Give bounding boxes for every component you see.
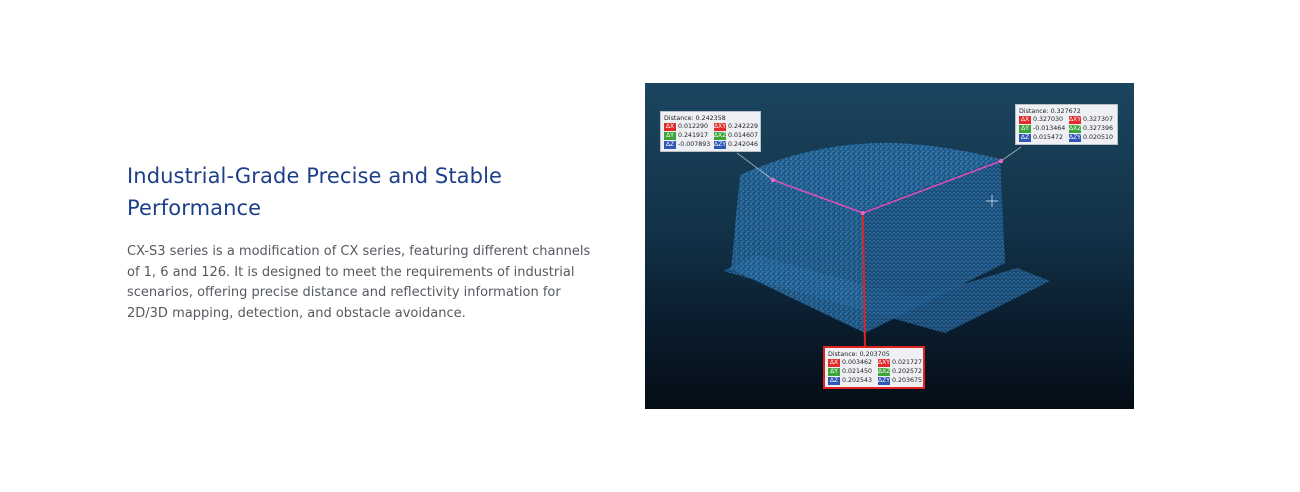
box-top-face: [740, 142, 1000, 211]
delta-xz-tag: ΔXZ: [878, 368, 891, 376]
point-cloud-figure: Distance: 0.242358 ΔX 0.012290 ΔXY 0.242…: [645, 83, 1134, 409]
leader-right: [1000, 146, 1022, 162]
delta-xy-tag: ΔXY: [878, 359, 890, 367]
measure-point-right: [998, 158, 1004, 164]
delta-zy-value: 0.020510: [1083, 134, 1114, 141]
crosshair-icon: [986, 195, 998, 207]
delta-y-value: 0.021450: [842, 368, 873, 375]
delta-x-value: 0.012290: [678, 123, 709, 130]
delta-xz-tag: ΔXZ: [714, 132, 727, 140]
measurement-panel-right: Distance: 0.327672 ΔX 0.327030 ΔXY 0.327…: [1015, 104, 1118, 145]
distance-label: Distance: 0.327672: [1019, 108, 1081, 115]
delta-zy-tag: ΔZY: [1069, 134, 1081, 142]
measure-line-left: [772, 179, 864, 214]
feature-text-block: Industrial-Grade Precise and Stable Perf…: [127, 160, 597, 324]
delta-zy-value: 0.242046: [728, 141, 759, 148]
delta-x-value: 0.003462: [842, 359, 873, 366]
section-description: CX-S3 series is a modification of CX ser…: [127, 244, 591, 321]
distance-label: Distance: 0.242358: [664, 115, 726, 122]
point-cloud-render: [723, 142, 1050, 348]
delta-z-value: 0.202543: [842, 377, 873, 384]
delta-z-tag: ΔZ: [828, 377, 840, 385]
section-title: Industrial-Grade Precise and Stable Perf…: [127, 164, 503, 220]
delta-z-tag: ΔZ: [664, 141, 676, 149]
delta-y-tag: ΔY: [828, 368, 840, 376]
measure-point-center: [861, 211, 865, 215]
delta-x-tag: ΔX: [828, 359, 840, 367]
box-right-face: [863, 159, 1005, 333]
measurement-panel-left: Distance: 0.242358 ΔX 0.012290 ΔXY 0.242…: [660, 111, 761, 152]
delta-z-value: 0.015472: [1033, 134, 1064, 141]
delta-xy-tag: ΔXY: [1069, 116, 1081, 124]
delta-xz-value: 0.202572: [892, 368, 923, 375]
delta-xz-tag: ΔXZ: [1069, 125, 1082, 133]
delta-x-value: 0.327030: [1033, 116, 1064, 123]
delta-xy-tag: ΔXY: [714, 123, 726, 131]
box-left-face: [731, 175, 865, 333]
delta-xy-value: 0.327307: [1083, 116, 1114, 123]
delta-xy-value: 0.242229: [728, 123, 759, 130]
delta-xz-value: 0.014607: [728, 132, 759, 139]
delta-zy-tag: ΔZY: [714, 141, 726, 149]
measure-point-left: [770, 177, 776, 183]
delta-zy-value: 0.203675: [892, 377, 923, 384]
measure-line-right: [862, 160, 1002, 214]
delta-z-tag: ΔZ: [1019, 134, 1031, 142]
leader-left: [736, 152, 774, 181]
measure-line-vertical: [862, 212, 866, 348]
delta-y-tag: ΔY: [1019, 125, 1031, 133]
distance-label: Distance: 0.203705: [828, 351, 890, 358]
delta-y-tag: ΔY: [664, 132, 676, 140]
measurement-panel-bottom: Distance: 0.203705 ΔX 0.003462 ΔXY 0.021…: [823, 346, 925, 389]
delta-zy-tag: ΔZY: [878, 377, 890, 385]
delta-y-value: 0.241917: [678, 132, 709, 139]
delta-xz-value: 0.327396: [1083, 125, 1114, 132]
delta-xy-value: 0.021727: [892, 359, 923, 366]
delta-x-tag: ΔX: [1019, 116, 1031, 124]
delta-x-tag: ΔX: [664, 123, 676, 131]
delta-z-value: -0.007893: [678, 141, 711, 148]
delta-y-value: -0.013464: [1033, 125, 1066, 132]
